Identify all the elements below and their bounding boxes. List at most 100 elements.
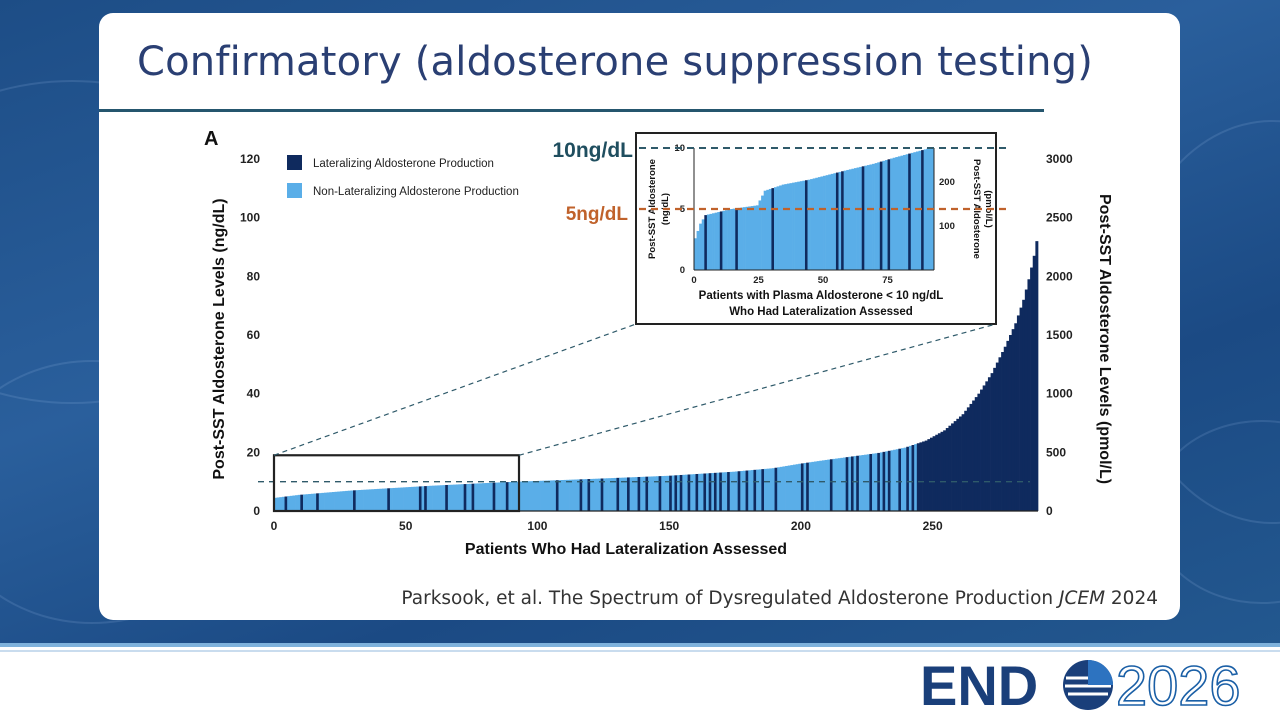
inset-bar-patient-17 (735, 208, 739, 270)
bar-patient-260 (956, 418, 960, 511)
bar-patient-127 (605, 478, 609, 511)
inset-bar-patient-88 (918, 150, 922, 270)
inset-bar-patient-66 (861, 166, 865, 270)
inset-bar-patient-33 (776, 186, 780, 270)
legend-swatch-lateralizing (287, 155, 302, 170)
bar-patient-148 (661, 476, 665, 511)
inset-bar-patient-72 (877, 162, 881, 270)
bar-patient-147 (658, 476, 662, 511)
bar-patient-186 (761, 469, 765, 511)
bar-patient-190 (771, 468, 775, 511)
bar-patient-97 (526, 481, 530, 511)
y-tick-label: 120 (240, 152, 260, 166)
bar-patient-71 (458, 484, 462, 511)
bar-patient-66 (445, 484, 449, 511)
inset-bar-patient-69 (869, 164, 873, 270)
bar-patient-23 (331, 492, 335, 511)
slide-title: Confirmatory (aldosterone suppression te… (137, 39, 1094, 85)
inset-bar-patient-23 (750, 206, 754, 270)
bar-patient-198 (792, 464, 796, 511)
bar-patient-212 (829, 459, 833, 511)
bar-patient-166 (708, 473, 712, 511)
bar-patient-273 (990, 373, 994, 511)
bar-patient-4 (281, 496, 285, 511)
bar-patient-268 (977, 393, 981, 511)
bar-patient-83 (490, 482, 494, 511)
bar-patient-58 (424, 486, 428, 511)
bar-patient-6 (287, 496, 291, 511)
bar-patient-153 (674, 475, 678, 511)
bar-patient-56 (418, 486, 422, 511)
bar-patient-45 (389, 488, 393, 511)
bar-patient-167 (711, 473, 715, 511)
inset-bar-patient-89 (921, 150, 924, 270)
bar-patient-225 (864, 454, 868, 511)
inset-y-right-tick-label: 100 (939, 221, 955, 232)
inset-bar-patient-76 (887, 159, 891, 270)
x-axis-title: Patients Who Had Lateralization Assessed (465, 541, 787, 558)
bar-patient-85 (495, 482, 499, 511)
inset-bar-patient-86 (913, 152, 917, 270)
bar-patient-88 (503, 482, 507, 511)
bar-patient-179 (742, 470, 746, 511)
inset-bar-patient-9 (714, 212, 718, 270)
bar-patient-206 (814, 461, 818, 511)
bar-patient-80 (482, 483, 486, 511)
bar-patient-189 (769, 468, 773, 511)
citation-journal: JCEM (1059, 588, 1106, 609)
y-tick-label: 0 (253, 504, 260, 518)
bar-patient-50 (403, 487, 407, 511)
bar-patient-287 (1027, 279, 1031, 511)
bar-patient-175 (732, 471, 736, 511)
bar-patient-217 (843, 457, 847, 511)
bar-patient-22 (329, 492, 333, 511)
bar-patient-142 (645, 476, 649, 511)
inset-bar-patient-61 (848, 169, 852, 270)
bar-patient-157 (684, 474, 688, 511)
inset-x-axis-title-line2: Who Had Lateralization Assessed (729, 306, 913, 318)
inset-bar-patient-31 (771, 188, 775, 270)
inset-plot: 02550750510100200Patients with Plasma Al… (635, 132, 1009, 325)
bar-patient-42 (382, 488, 385, 511)
bar-patient-52 (408, 487, 412, 511)
bar-patient-176 (735, 471, 739, 511)
inset-x-tick-label: 25 (753, 275, 764, 286)
bar-patient-216 (840, 457, 844, 511)
inset-bar-patient-34 (779, 185, 783, 270)
bar-patient-164 (703, 473, 707, 511)
bar-patient-197 (790, 465, 794, 511)
bar-patient-271 (985, 381, 989, 511)
bar-patient-130 (613, 477, 617, 511)
bar-patient-224 (861, 455, 865, 511)
inset-bar-patient-22 (748, 206, 752, 270)
bar-patient-152 (671, 475, 675, 511)
inset-bar-patient-87 (915, 151, 919, 270)
bar-patient-239 (901, 448, 904, 511)
bar-patient-231 (879, 452, 883, 511)
bar-patient-211 (827, 459, 831, 511)
bar-patient-228 (872, 453, 876, 511)
bar-patient-60 (429, 485, 433, 511)
inset-bar-patient-47 (812, 178, 816, 270)
inset-bar-patient-58 (841, 171, 844, 270)
bar-patient-13 (305, 494, 309, 511)
bar-patient-105 (547, 480, 551, 511)
bar-patient-194 (782, 466, 786, 511)
bar-patient-123 (595, 478, 599, 511)
bar-patient-141 (642, 476, 646, 511)
inset-bar-patient-1 (694, 238, 697, 270)
bar-patient-185 (758, 469, 762, 511)
bar-patient-169 (716, 472, 720, 511)
bar-patient-20 (324, 492, 328, 511)
bar-patient-129 (611, 478, 615, 511)
inset-bar-patient-13 (724, 210, 728, 270)
bar-patient-103 (542, 480, 546, 511)
bar-patient-290 (1035, 241, 1039, 511)
inset-bar-patient-10 (717, 212, 721, 270)
bar-patient-201 (800, 463, 804, 511)
bar-patient-191 (774, 467, 778, 511)
bar-patient-210 (824, 459, 828, 511)
bar-patient-125 (600, 478, 604, 511)
bar-patient-25 (337, 491, 341, 511)
